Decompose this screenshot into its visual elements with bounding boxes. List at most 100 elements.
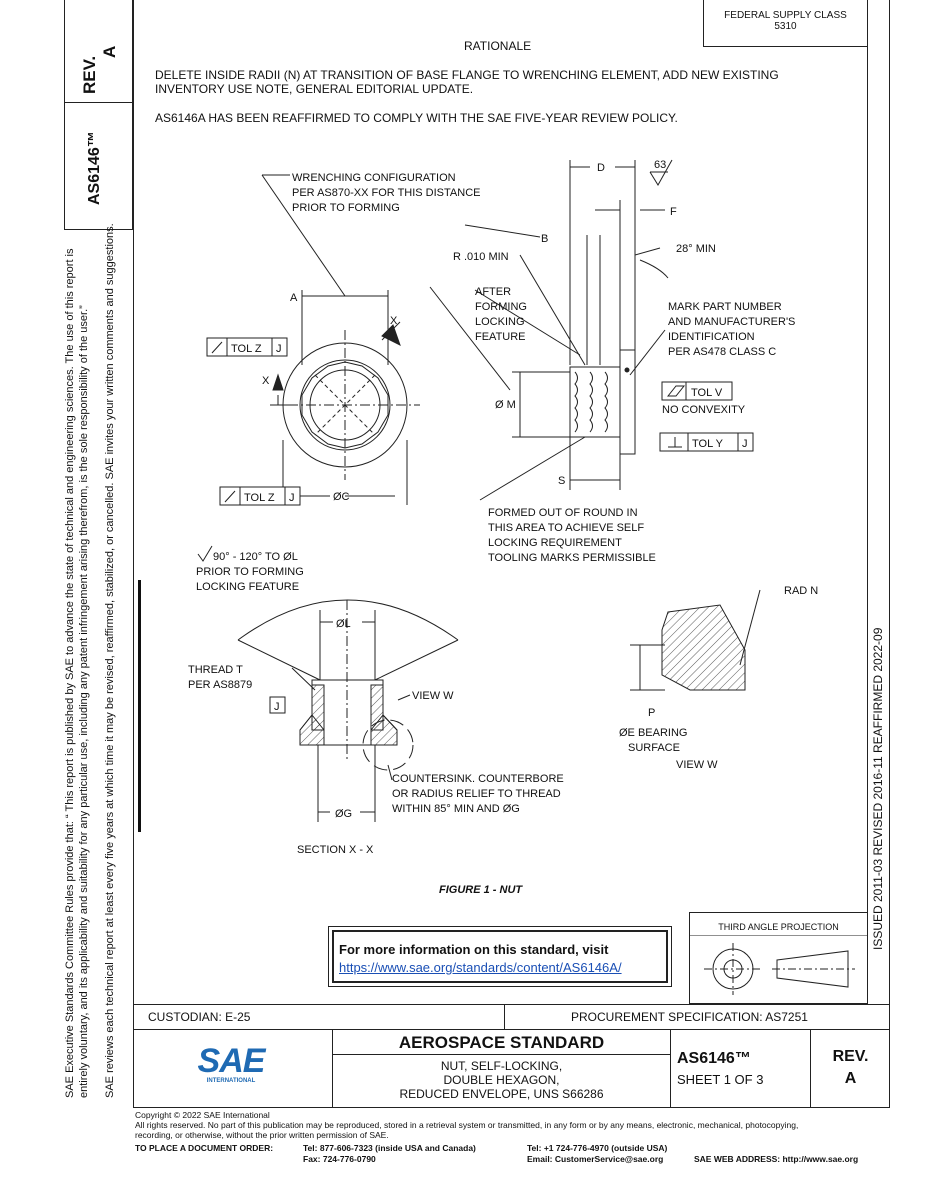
finish-63: 63 (654, 159, 666, 171)
countersink-1: COUNTERSINK. COUNTERBORE (392, 773, 564, 785)
rad-n: RAD N (784, 585, 818, 597)
dia-c: ØC (333, 491, 350, 503)
standard-type: AEROSPACE STANDARD (398, 1033, 605, 1052)
mark-part-2: AND MANUFACTURER'S (668, 316, 795, 328)
after-forming-3: LOCKING (475, 316, 525, 328)
wrenching-line-3: PRIOR TO FORMING (292, 202, 400, 214)
after-forming-1: AFTER (475, 286, 511, 298)
copyright: Copyright © 2022 SAE International (135, 1110, 270, 1120)
fsc-number: 5310 (774, 21, 797, 32)
dim-b: B (541, 233, 548, 245)
title-row (133, 1029, 890, 1108)
bearing-2: SURFACE (628, 742, 680, 754)
tol-v: TOL V (691, 387, 723, 399)
footer: Copyright © 2022 SAE International All r… (135, 1110, 885, 1140)
formed-4: TOOLING MARKS PERMISSIBLE (488, 552, 656, 564)
datum-j-3: J (742, 438, 748, 450)
left-margin-docnum-box (64, 102, 133, 230)
title-divider-3 (810, 1029, 811, 1108)
info-title: For more information on this standard, v… (339, 942, 609, 957)
dim-a: A (290, 292, 298, 304)
formed-3: LOCKING REQUIREMENT (488, 537, 622, 549)
rationale-text-1: DELETE INSIDE RADII (N) AT TRANSITION OF… (155, 68, 779, 82)
revision-bar (138, 580, 141, 832)
section-label: SECTION X - X (297, 844, 374, 856)
rev-label: REV. (832, 1048, 869, 1065)
radius-min: R .010 MIN (453, 251, 509, 263)
fax: Fax: 724-776-0790 (303, 1154, 376, 1164)
main-frame-left-line (133, 0, 134, 1108)
bearing-1: ØE BEARING (619, 727, 687, 739)
x-label-1: X (390, 315, 398, 327)
formed-2: THIS AREA TO ACHIEVE SELF (488, 522, 644, 534)
reaffirm-text: AS6146A HAS BEEN REAFFIRMED TO COMPLY WI… (155, 111, 678, 125)
nut-hex-circle (299, 359, 391, 451)
info-box: For more information on this standard, v… (328, 926, 672, 987)
countersink-3: WITHIN 85° MIN AND ØG (392, 803, 520, 815)
custodian-divider (504, 1004, 505, 1030)
main-frame-right-line (867, 44, 868, 1004)
email: Email: CustomerService@sae.org (527, 1154, 664, 1164)
dia-l: ØL (336, 618, 351, 630)
view-w-label: VIEW W (412, 690, 454, 702)
dim-d: D (597, 162, 605, 174)
view-w-detail (661, 604, 746, 691)
thread-2: PER AS8879 (188, 679, 252, 691)
tol-z-2: TOL Z (244, 492, 275, 504)
tel-us: Tel: 877-606-7323 (inside USA and Canada… (303, 1143, 476, 1153)
rationale-text-2: INVENTORY USE NOTE, GENERAL EDITORIAL UP… (155, 82, 474, 96)
figure-caption: FIGURE 1 - NUT (439, 884, 523, 896)
angle-note-3: LOCKING FEATURE (196, 581, 299, 593)
tol-y: TOL Y (692, 438, 724, 450)
wrenching-line-1: WRENCHING CONFIGURATION (292, 172, 456, 184)
angle-note-2: PRIOR TO FORMING (196, 566, 304, 578)
rights-1: All rights reserved. No part of this pub… (135, 1120, 799, 1130)
dim-s: S (558, 475, 565, 487)
title-hline (332, 1054, 671, 1055)
view-w-detail-label: VIEW W (676, 759, 718, 771)
procurement-spec: PROCUREMENT SPECIFICATION: AS7251 (571, 1010, 808, 1024)
countersink-2: OR RADIUS RELIEF TO THREAD (392, 788, 561, 800)
thread-1: THREAD T (188, 664, 243, 676)
rationale-title: RATIONALE (464, 39, 532, 53)
after-forming-2: FORMING (475, 301, 527, 313)
angle-28: 28° MIN (676, 243, 716, 255)
angle-note-1: 90° - 120° TO ØL (213, 551, 298, 563)
rights-2: recording, or otherwise, without the pri… (135, 1130, 389, 1140)
after-forming-4: FEATURE (475, 331, 526, 343)
datum-j-4: J (274, 701, 280, 713)
formed-1: FORMED OUT OF ROUND IN (488, 507, 638, 519)
projection-label: THIRD ANGLE PROJECTION (718, 922, 839, 932)
mark-part-1: MARK PART NUMBER (668, 301, 782, 313)
order-label: TO PLACE A DOCUMENT ORDER: (135, 1143, 274, 1153)
no-convexity: NO CONVEXITY (662, 404, 746, 416)
dim-p: P (648, 707, 655, 719)
x-label-2: X (262, 375, 270, 387)
doc-title-3: REDUCED ENVELOPE, UNS S66286 (399, 1087, 604, 1101)
doc-number: AS6146™ (677, 1050, 751, 1067)
tol-z-1: TOL Z (231, 343, 262, 355)
dia-g: ØG (335, 808, 352, 820)
issue-dates: ISSUED 2011-03 REVISED 2016-11 REAFFIRME… (871, 627, 885, 950)
projection-box: THIRD ANGLE PROJECTION (689, 912, 868, 1004)
wrenching-line-2: PER AS870-XX FOR THIS DISTANCE (292, 187, 480, 199)
sae-logo-text: SAE (197, 1042, 266, 1080)
datum-j-2: J (289, 492, 295, 504)
nut-flange-side (619, 349, 636, 455)
sheet-number: SHEET 1 OF 3 (677, 1072, 764, 1087)
mark-part-3: IDENTIFICATION (668, 331, 755, 343)
tel-intl: Tel: +1 724-776-4970 (outside USA) (527, 1143, 668, 1153)
custodian-row (133, 1004, 890, 1030)
doc-title-2: DOUBLE HEXAGON, (443, 1073, 560, 1087)
mark-part-4: PER AS478 CLASS C (668, 346, 776, 358)
fsc-box: FEDERAL SUPPLY CLASS 5310 (703, 0, 868, 47)
web-address: SAE WEB ADDRESS: http://www.sae.org (694, 1154, 859, 1164)
title-divider-1 (332, 1029, 333, 1108)
dia-m: Ø M (495, 399, 516, 411)
doc-title-1: NUT, SELF-LOCKING, (440, 1059, 563, 1073)
sae-logo: SAE INTERNATIONAL (196, 1044, 266, 1084)
dim-f: F (670, 206, 677, 218)
projection-symbol (690, 935, 868, 995)
sae-logo-sub: INTERNATIONAL (206, 1078, 256, 1084)
info-link[interactable]: https://www.sae.org/standards/content/AS… (339, 960, 622, 975)
